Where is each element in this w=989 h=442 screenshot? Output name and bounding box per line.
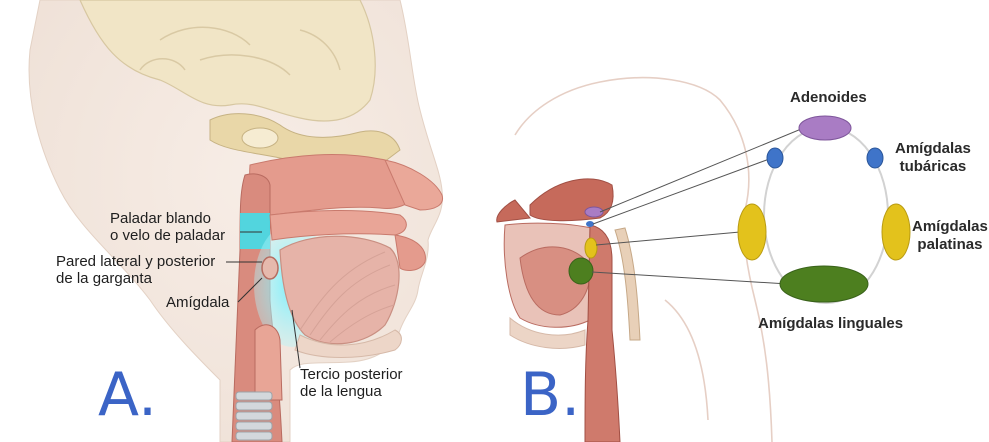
label-tubal-line1: Amígdalas	[895, 140, 971, 158]
palatine-oval-left	[738, 204, 766, 260]
tubal-oval-left	[767, 148, 783, 168]
label-tongue-third-line2: de la lengua	[300, 383, 403, 400]
label-adenoids: Adenoides	[790, 89, 867, 107]
palatine-small	[585, 238, 597, 258]
tubal-small	[586, 221, 594, 227]
label-tubal-line2: tubáricas	[895, 158, 971, 176]
label-palatine-line2: palatinas	[912, 236, 988, 254]
label-pharynx-wall-line2: de la garganta	[56, 270, 215, 287]
lingual-small	[569, 258, 593, 284]
label-tongue-third-line1: Tercio posterior	[300, 366, 403, 383]
larynx	[255, 325, 282, 400]
tubal-oval-right	[867, 148, 883, 168]
label-pharynx-wall-line1: Pared lateral y posterior	[56, 253, 215, 270]
label-soft-palate-line1: Paladar blando	[110, 210, 225, 227]
sinus-cavity	[242, 128, 278, 148]
label-tubal: Amígdalas tubáricas	[895, 140, 971, 176]
adenoid-oval	[799, 116, 851, 140]
panel-letter-a: A.	[98, 365, 157, 425]
label-lingual: Amígdalas linguales	[758, 315, 903, 333]
leader-lingual	[592, 272, 788, 284]
label-tonsil: Amígdala	[166, 294, 229, 311]
nose-b	[497, 200, 530, 222]
label-palatine: Amígdalas palatinas	[912, 218, 988, 254]
neck-outline-b	[665, 300, 708, 420]
trachea	[236, 392, 272, 440]
spine-b	[615, 228, 640, 340]
lingual-oval	[780, 266, 868, 302]
label-pharynx-wall: Pared lateral y posterior de la garganta	[56, 253, 215, 287]
panel-letter-b: B.	[520, 365, 580, 425]
label-soft-palate: Paladar blando o velo de paladar	[110, 210, 225, 244]
label-soft-palate-line2: o velo de paladar	[110, 227, 225, 244]
label-tongue-third: Tercio posterior de la lengua	[300, 366, 403, 400]
tonsil-a	[262, 257, 278, 279]
palatine-oval-right	[882, 204, 910, 260]
label-palatine-line1: Amígdalas	[912, 218, 988, 236]
leader-adenoids	[600, 127, 806, 212]
